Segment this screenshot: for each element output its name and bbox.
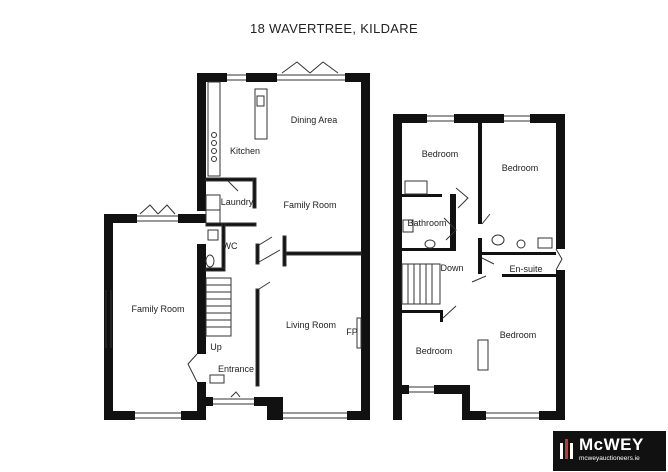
label-up: Up <box>210 342 222 352</box>
mcwey-logo: McWEY mcweyauctioneers.ie <box>553 431 666 471</box>
label-fp: FP <box>346 327 358 337</box>
ground-floor <box>104 73 370 420</box>
label-bedroom-bottom-right: Bedroom <box>500 330 537 340</box>
label-entrance: Entrance <box>218 364 254 374</box>
label-family-room-main: Family Room <box>283 200 336 210</box>
first-floor <box>393 114 565 420</box>
label-dining-area: Dining Area <box>291 115 338 125</box>
label-bedroom-bottom-left: Bedroom <box>416 346 453 356</box>
label-bedroom-top-left: Bedroom <box>422 149 459 159</box>
label-laundry: Laundry <box>221 197 254 207</box>
label-family-room-left: Family Room <box>131 304 184 314</box>
label-kitchen: Kitchen <box>230 146 260 156</box>
logo-website: mcweyauctioneers.ie <box>579 455 640 462</box>
plan-title: 18 WAVERTREE, KILDARE <box>250 21 418 36</box>
label-bedroom-top-right: Bedroom <box>502 163 539 173</box>
label-en-suite: En-suite <box>509 264 542 274</box>
label-down: Down <box>440 263 463 273</box>
logo-name: McWEY <box>579 435 644 454</box>
label-bathroom: Bathroom <box>407 218 446 228</box>
label-living-room: Living Room <box>286 320 336 330</box>
label-wc: WC <box>223 241 238 251</box>
logo-mark-icon <box>560 439 573 459</box>
